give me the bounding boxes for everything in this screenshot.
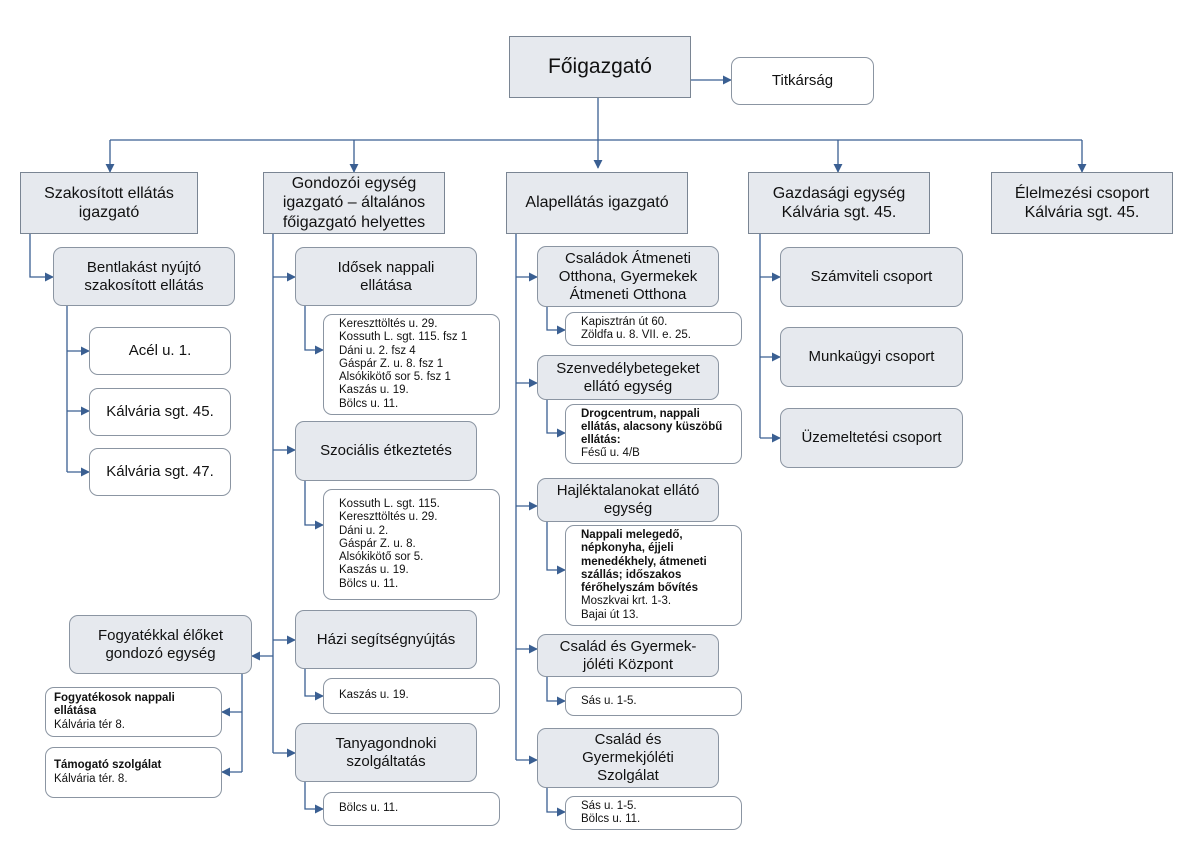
col1-sub-unit-label: Bentlakást nyújtó szakosított ellátás [84,258,204,294]
address-line: Kereszttöltés u. 29. [339,511,438,524]
address-line: Bajai út 13. [581,608,639,621]
col2-unit-label: Szociális étkeztetés [320,442,452,459]
address-line: Bölcs u. 11. [339,802,399,815]
col4-group-label: Üzemeltetési csoport [801,429,942,446]
address-line: Bölcs u. 11. [581,813,641,825]
top-director-box: Főigazgató [509,36,691,98]
col3-unit-details: Kapisztrán út 60. Zöldfa u. 8. VII. e. 2… [565,312,742,346]
col3-header-label: Alapellátás igazgató [525,194,669,212]
detail-title: Drogcentrum, nappali ellátás, alacsony k… [581,407,723,446]
col4-group: Számviteli csoport [780,247,963,307]
disabled-service: Fogyatékosok nappali ellátása Kálvária t… [45,687,222,737]
col3-unit: Hajléktalanokat ellátó egység [537,478,719,522]
col3-header: Alapellátás igazgató [506,172,688,234]
col1-header-label: Szakosított ellátás igazgató [44,184,174,221]
address-line: Kaszás u. 19. [339,564,409,577]
col1-header: Szakosított ellátás igazgató [20,172,198,234]
address-line: Kossuth L. sgt. 115. fsz 1 [339,331,468,344]
address-line: Zöldfa u. 8. VII. e. 25. [581,329,691,341]
col3-unit: Család és Gyermek-jóléti Központ [537,634,719,677]
col4-group-label: Munkaügyi csoport [808,348,935,365]
service-title: Fogyatékosok nappali ellátása [54,692,175,718]
col2-unit-label: Tanyagondnoki szolgáltatás [335,734,437,770]
col5-header-label: Élelmezési csoport Kálvária sgt. 45. [1014,184,1150,221]
col3-unit-details: Sás u. 1-5. Bölcs u. 11. [565,796,742,830]
col3-unit-details: Sás u. 1-5. [565,687,742,716]
col1-site-label: Kálvária sgt. 47. [106,463,214,480]
col1-site: Kálvária sgt. 47. [89,448,231,496]
address-line: Kaszás u. 19. [339,384,409,397]
col4-group-label: Számviteli csoport [810,268,933,285]
col2-unit: Házi segítségnyújtás [295,610,477,669]
col3-unit-label: Hajléktalanokat ellátó egység [556,482,700,517]
col2-unit: Idősek nappali ellátása [295,247,477,306]
col2-unit-addresses: Kereszttöltés u. 29. Kossuth L. sgt. 115… [323,314,500,415]
col3-unit-details: Drogcentrum, nappali ellátás, alacsony k… [565,404,742,464]
col3-unit-label: Családok Átmeneti Otthona, Gyermekek Átm… [558,249,698,303]
col4-group: Üzemeltetési csoport [780,408,963,468]
col3-unit: Család és Gyermekjóléti Szolgálat [537,728,719,788]
address-line: Alsókikötő sor 5. [339,551,424,564]
col1-sub-unit: Bentlakást nyújtó szakosított ellátás [53,247,235,306]
col3-unit: Családok Átmeneti Otthona, Gyermekek Átm… [537,246,719,307]
col3-unit-label: Család és Gyermek-jóléti Központ [559,637,697,673]
col4-header: Gazdasági egység Kálvária sgt. 45. [748,172,930,234]
col3-unit: Szenvedélybetegeket ellátó egység [537,355,719,400]
col4-header-label: Gazdasági egység Kálvária sgt. 45. [772,184,906,221]
col2-header: Gondozói egység igazgató – általános fői… [263,172,445,234]
col2-unit-addresses: Kossuth L. sgt. 115. Kereszttöltés u. 29… [323,489,500,600]
address-line: Gáspár Z. u. 8. fsz 1 [339,357,444,370]
detail-title: Nappali melegedő, népkonyha, éjjeli mene… [581,529,707,595]
col5-header: Élelmezési csoport Kálvária sgt. 45. [991,172,1173,234]
col2-unit-label: Idősek nappali ellátása [337,258,435,294]
address-line: Bölcs u. 11. [339,577,399,590]
col1-site-label: Kálvária sgt. 45. [106,403,214,420]
col1-site: Acél u. 1. [89,327,231,375]
col2-unit-addresses: Bölcs u. 11. [323,792,500,826]
disabled-service: Támogató szolgálat Kálvária tér. 8. [45,747,222,798]
col3-unit-label: Család és Gyermekjóléti Szolgálat [582,731,674,784]
address-line: Gáspár Z. u. 8. [339,537,416,550]
address-line: Dáni u. 2. fsz 4 [339,344,416,357]
address-line: Kálvária tér 8. [54,718,125,731]
col2-unit: Szociális étkeztetés [295,421,477,481]
col3-unit-details: Nappali melegedő, népkonyha, éjjeli mene… [565,525,742,626]
address-line: Dáni u. 2. [339,524,389,537]
address-line: Kereszttöltés u. 29. [339,318,438,331]
col3-unit-label: Szenvedélybetegeket ellátó egység [556,359,700,395]
address-line: Alsókikötő sor 5. fsz 1 [339,371,451,384]
secretariat-label: Titkárság [771,72,834,89]
service-title: Támogató szolgálat [54,759,162,772]
address-line: Sás u. 1-5. [581,799,637,812]
col2-unit-addresses: Kaszás u. 19. [323,678,500,714]
address-line: Kaszás u. 19. [339,689,409,702]
address-line: Fésű u. 4/B [581,447,640,460]
disabled-care-unit: Fogyatékkal élőket gondozó egység [69,615,252,674]
secretariat-box: Titkárság [731,57,874,105]
address-line: Kossuth L. sgt. 115. [339,498,440,511]
col2-unit-label: Házi segítségnyújtás [316,630,456,648]
address-line: Sás u. 1-5. [581,694,637,707]
col2-unit: Tanyagondnoki szolgáltatás [295,723,477,782]
col1-site-label: Acél u. 1. [128,342,192,359]
address-line: Kálvária tér. 8. [54,772,128,785]
address-line: Kapisztrán út 60. [581,315,668,328]
col4-group: Munkaügyi csoport [780,327,963,387]
address-line: Bölcs u. 11. [339,397,399,410]
col1-site: Kálvária sgt. 45. [89,388,231,436]
address-line: Moszkvai krt. 1-3. [581,595,672,608]
disabled-care-label: Fogyatékkal élőket gondozó egység [97,626,224,662]
col2-header-label: Gondozói egység igazgató – általános fői… [282,175,426,231]
top-director-label: Főigazgató [548,55,652,79]
